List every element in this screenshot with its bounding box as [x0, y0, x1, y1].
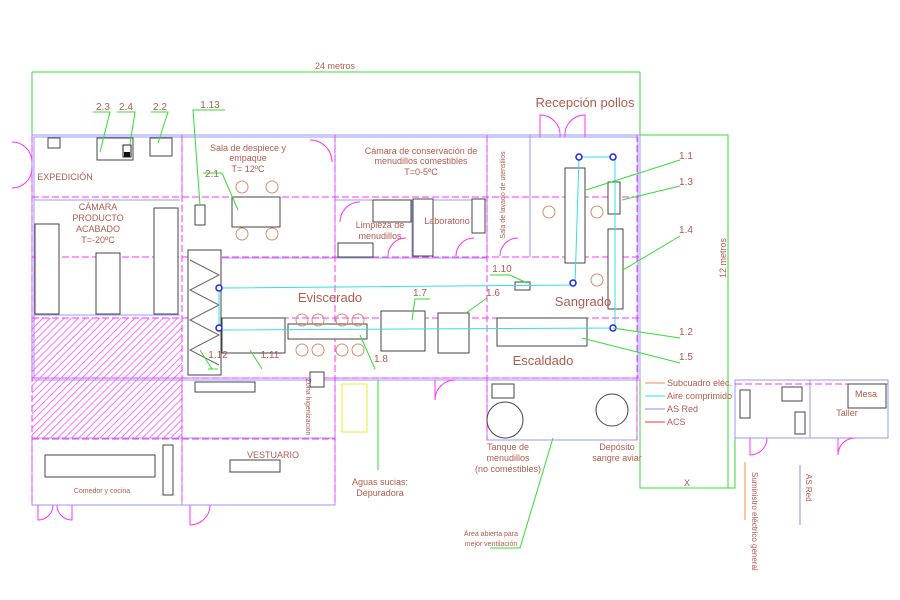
label-vestuario: VESTUARIO [247, 450, 299, 460]
svg-text:1.4: 1.4 [679, 225, 693, 236]
label-suministro-electrico: Suministro eléctrico general [750, 472, 759, 571]
svg-text:2.1: 2.1 [205, 169, 219, 180]
doors[interactable] [11, 114, 856, 526]
label-zona-higienizacion: Zona higenización [304, 379, 311, 436]
legend-item-subcuadro: Subcuadro eléc. [645, 378, 732, 388]
label-escaldado: Escaldado [513, 353, 574, 368]
label-expedicion: EXPEDICIÓN [37, 172, 93, 182]
svg-text:Cámara de conservación de: Cámara de conservación de [365, 146, 478, 156]
svg-text:Tanque de: Tanque de [487, 442, 529, 452]
svg-text:Subcuadro eléc.: Subcuadro eléc. [667, 378, 732, 388]
label-mesa: Mesa [855, 389, 877, 399]
svg-text:ACABADO: ACABADO [76, 224, 120, 234]
svg-text:Depósito: Depósito [599, 442, 635, 452]
label-sala-lavado: Sala de lavado de utensilios [500, 151, 507, 239]
svg-text:ACS: ACS [667, 417, 686, 427]
equipment-labels: 2.3 2.4 2.2 1.13 2.1 1.1 1.3 1.4 1.2 1.5… [96, 100, 693, 365]
width-dimension: 24 metros [315, 61, 356, 71]
svg-text:menudillos: menudillos [486, 453, 530, 463]
shelving-racks [34, 207, 179, 315]
svg-text:menudillos comestibles: menudillos comestibles [374, 156, 468, 166]
svg-text:mejor ventilación: mejor ventilación [465, 541, 518, 548]
svg-text:CÁMARA: CÁMARA [79, 202, 118, 212]
label-tanque: Tanque de menudillos (no comestibles) [475, 442, 541, 474]
height-dimension: 12 metros [718, 237, 728, 278]
label-taller: Taller [836, 408, 858, 418]
svg-text:T=-20ºC: T=-20ºC [81, 235, 115, 245]
svg-text:1.8: 1.8 [374, 354, 388, 365]
svg-text:1.12: 1.12 [208, 350, 228, 361]
svg-text:1.3: 1.3 [679, 177, 693, 188]
svg-text:Sala de despiece y: Sala de despiece y [210, 143, 287, 153]
legend-item-as-red: AS Red [645, 404, 698, 414]
label-sangrado: Sangrado [555, 294, 611, 309]
label-as-red-supply: AS Red [804, 474, 813, 502]
label-comedor: Comedor y cocina [74, 488, 131, 495]
x-mark: X [684, 478, 690, 488]
svg-text:T=0-5ºC: T=0-5ºC [404, 167, 438, 177]
svg-text:2.4: 2.4 [119, 102, 133, 113]
legend: Subcuadro eléc. Aire comprimido AS Red A… [645, 378, 732, 427]
legend-item-aire: Aire comprimido [645, 391, 732, 401]
label-eviscerado: Eviscerado [298, 290, 362, 305]
svg-text:1.10: 1.10 [492, 264, 512, 275]
svg-text:(no comestibles): (no comestibles) [475, 464, 541, 474]
workers [235, 180, 604, 357]
label-recepcion: Recepción pollos [535, 95, 635, 110]
dimension-lines [31, 71, 736, 489]
label-area-abierta: Área abierta para mejor ventilación [464, 529, 518, 548]
svg-text:Limpieza de: Limpieza de [356, 220, 405, 230]
svg-text:T= 12ºC: T= 12ºC [231, 164, 265, 174]
label-aguas-sucias: Aguas sucias: Depuradora [352, 477, 408, 498]
svg-text:1.7: 1.7 [413, 288, 427, 299]
svg-text:Aguas sucias:: Aguas sucias: [352, 477, 408, 487]
svg-text:Área abierta para: Área abierta para [464, 529, 518, 538]
legend-item-acs: ACS [645, 417, 686, 427]
svg-text:empaque: empaque [229, 153, 267, 163]
svg-text:1.5: 1.5 [679, 352, 693, 363]
label-laboratorio: Laboratorio [424, 216, 470, 226]
svg-text:1.13: 1.13 [200, 100, 220, 111]
label-camara-menudillos: Cámara de conservación de menudillos com… [365, 146, 478, 177]
svg-text:2.3: 2.3 [96, 102, 110, 113]
label-sala-despiece: Sala de despiece y empaque T= 12ºC [210, 143, 287, 174]
equipment [34, 137, 887, 496]
leader-lines [93, 109, 681, 549]
svg-text:menudillos: menudillos [358, 231, 402, 241]
svg-text:AS Red: AS Red [667, 404, 698, 414]
label-limpieza-menudillos: Limpieza de menudillos [356, 220, 405, 241]
svg-text:PRODUCTO: PRODUCTO [72, 213, 123, 223]
svg-text:Aire comprimido: Aire comprimido [667, 391, 732, 401]
svg-text:1.1: 1.1 [679, 151, 693, 162]
label-camara-producto: CÁMARA PRODUCTO ACABADO T=-20ºC [72, 202, 123, 245]
label-deposito: Depósito sangre aviar [592, 442, 642, 463]
svg-text:2.2: 2.2 [153, 102, 167, 113]
svg-text:1.6: 1.6 [486, 288, 500, 299]
svg-text:sangre aviar: sangre aviar [592, 453, 642, 463]
svg-text:Depuradora: Depuradora [356, 488, 404, 498]
svg-text:1.2: 1.2 [679, 327, 693, 338]
svg-text:1.11: 1.11 [261, 350, 280, 361]
